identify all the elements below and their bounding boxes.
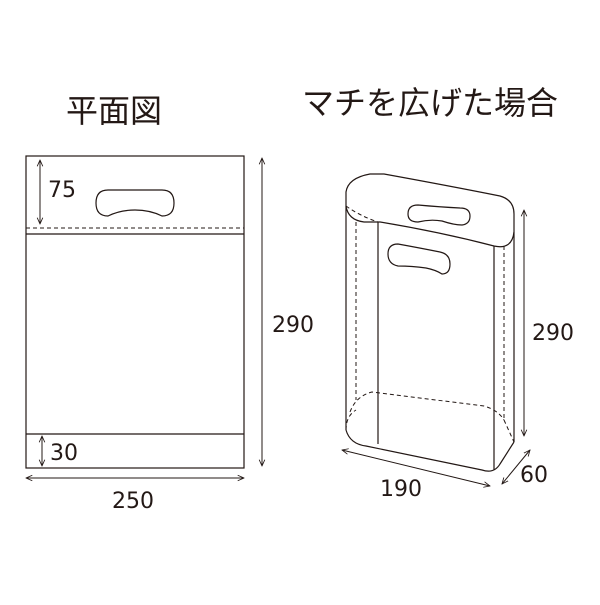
dim-60-label: 60 — [520, 463, 548, 488]
flat-bag-outline — [25, 155, 245, 469]
dim-75-label: 75 — [48, 178, 76, 203]
dim-190-arrow — [342, 450, 490, 486]
bottom-gusset-dashed-back — [349, 391, 505, 421]
dim-290-left-label: 290 — [272, 313, 314, 338]
expanded-view-title: マチを広げた場合 — [302, 84, 558, 122]
flat-view-title: 平面図 — [66, 92, 162, 130]
flat-view-group: 平面図 75 30 290 250 — [26, 92, 314, 514]
dim-30-label: 30 — [50, 441, 78, 466]
bottom-gusset-dashed-left — [345, 409, 357, 431]
back-top-flap — [345, 173, 515, 232]
front-top-edge — [345, 205, 515, 248]
bottom-gusset-dashed-right — [503, 419, 515, 443]
dim-60-arrow — [502, 450, 530, 484]
expanded-view-group: マチを広げた場合 290 190 60 — [302, 84, 574, 502]
dim-290-right-label: 290 — [532, 321, 574, 346]
top-fold-dashed-curve — [345, 205, 379, 223]
front-handle-hole — [387, 243, 451, 275]
bottom-front-edge — [345, 429, 515, 472]
back-handle-hole — [407, 204, 471, 226]
dim-250-label: 250 — [112, 489, 154, 514]
dim-190-label: 190 — [380, 477, 422, 502]
flat-handle-hole — [95, 189, 175, 217]
